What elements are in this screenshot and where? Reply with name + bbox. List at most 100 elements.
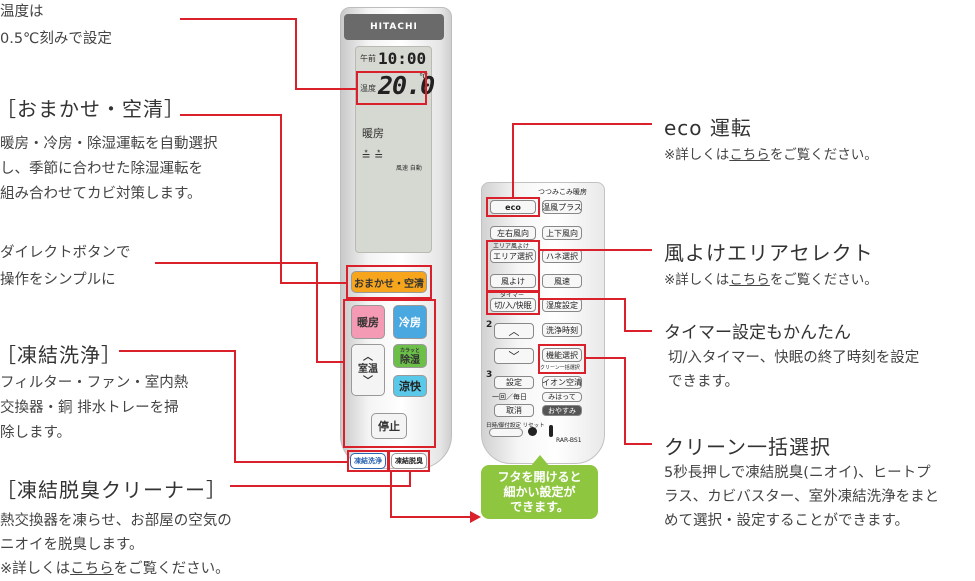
timer-leader: [539, 298, 625, 300]
temp-leader: [180, 18, 296, 20]
omakase-highlight: [346, 265, 432, 299]
omakase-title: ［おまかせ・空清］: [0, 97, 185, 121]
timer-leader-v: [624, 298, 626, 331]
eco-note: ※詳しくはこちらをご覧ください。: [664, 147, 878, 163]
reibo-button[interactable]: 冷房: [393, 305, 427, 339]
indicator-icon: [549, 425, 553, 437]
shitsudo-button[interactable]: 湿度設定: [542, 298, 582, 312]
area-detail-link[interactable]: こちら: [729, 272, 770, 288]
omakase-button[interactable]: おまかせ・空清: [351, 271, 427, 293]
deodor-button[interactable]: 凍結脱臭: [391, 453, 427, 469]
danbo-button[interactable]: 暖房: [351, 305, 385, 339]
mitatte-button[interactable]: みはって: [542, 392, 582, 402]
deodor-detail-link[interactable]: こちら: [70, 561, 114, 577]
touketsu-button[interactable]: 凍結洗浄: [350, 453, 386, 469]
kino-sub-label: クリーン一括選択: [540, 365, 580, 371]
open-lid-bubble: フタを開けると 細かい設定が できます。: [481, 465, 598, 519]
fan-icon: ⩮ ⩮: [362, 147, 383, 163]
lcd-temp-label: 温度: [360, 84, 376, 93]
temp-leader-h2: [295, 88, 357, 90]
direct-leader: [155, 262, 317, 264]
joshitsu-button[interactable]: カラッと 除湿: [393, 344, 427, 368]
area-note: ※詳しくはこちらをご覧ください。: [664, 272, 878, 288]
touketsu-leader: [119, 350, 236, 352]
settei-button[interactable]: 設定: [494, 376, 534, 389]
timer-highlight: [486, 291, 540, 315]
clean-line-3: めて選択・設定することができます。: [664, 513, 910, 529]
touketsu-leader-v: [234, 350, 236, 463]
touketsu-title: ［凍結洗浄］: [0, 343, 122, 367]
eco-highlight: [486, 197, 540, 217]
onpu-button[interactable]: 温風プラス: [542, 200, 582, 214]
direct-line-2: 操作をシンプルに: [0, 272, 116, 288]
direct-leader-h2: [316, 361, 344, 363]
deodor-leader: [230, 485, 410, 487]
omakase-leader-v: [280, 114, 282, 284]
deodor-leader-v: [409, 471, 411, 487]
sub-up-button[interactable]: ︿: [494, 323, 534, 339]
kino-button[interactable]: 機能選択: [542, 348, 582, 362]
timer-line-2: できます。: [668, 374, 740, 390]
timer-leader-h2: [624, 330, 652, 332]
eco-title: eco 運転: [664, 116, 752, 140]
ion-button[interactable]: イオン空清: [542, 376, 582, 389]
model-label: RAR-BS1: [556, 437, 582, 444]
temp-desc: 0.5℃刻みで設定: [0, 31, 112, 47]
reset-toggle[interactable]: [489, 428, 523, 437]
lcd-fan-label: 風速 自動: [396, 165, 422, 172]
joge-button[interactable]: 上下風向: [542, 226, 582, 240]
ichikai-label: 一回／毎日: [492, 393, 527, 401]
direct-leader-v: [316, 262, 318, 363]
hane-button[interactable]: ハネ選択: [542, 249, 582, 263]
sub-down-button[interactable]: ﹀: [494, 348, 534, 364]
eco-button[interactable]: eco: [490, 200, 536, 214]
oyasumi-button[interactable]: おやすみ: [542, 405, 582, 416]
omakase-leader-h2: [280, 282, 347, 284]
timer-title: タイマー設定もかんたん: [664, 323, 851, 343]
omakase-leader: [180, 114, 282, 116]
lid-arrow: [390, 471, 392, 517]
chevron-down-icon: ﹀: [363, 376, 373, 387]
lcd-display: 午前 10:00 温度 20.0 ℃ 暖房 ⩮ ⩮ 風速 自動: [355, 46, 435, 253]
arrow-right-icon: [470, 511, 481, 523]
sub-top-label: つつみこみ暖房: [538, 188, 587, 196]
lcd-unit: ℃: [419, 72, 428, 81]
area-title: 風よけエリアセレクト: [664, 241, 874, 265]
clean-line-1: 5秒長押しで凍結脱臭(ニオイ)、ヒートプ: [664, 465, 931, 481]
touketsu-highlight: [347, 450, 389, 472]
kazeyoke-button[interactable]: 風よけ: [490, 274, 536, 288]
deodor-line-2: ニオイを脱臭します。: [0, 537, 144, 553]
lcd-mode: 暖房: [362, 127, 384, 140]
temp-title: 温度は: [0, 4, 44, 20]
reset-label: 日時/御付設定 リセット: [486, 423, 545, 429]
sayu-button[interactable]: 左右風向: [490, 226, 536, 240]
kirii-button[interactable]: 切/入/快眠: [490, 298, 536, 312]
temp-leader-v: [295, 18, 297, 89]
eco-detail-link[interactable]: こちら: [729, 147, 770, 163]
lid-arrow-h: [390, 516, 472, 518]
reset-button[interactable]: [528, 427, 537, 436]
fusoku-button[interactable]: 風速: [542, 274, 582, 288]
brand-logo: HITACHI: [344, 14, 444, 40]
stop-button[interactable]: 停止: [371, 413, 407, 439]
senjo-button[interactable]: 洗浄時刻: [542, 323, 582, 337]
touketsu-line-2: 交換器・銅 排水トレーを掃: [0, 400, 179, 416]
timer-line-1: 切/入タイマー、快眠の終了時刻を設定: [668, 350, 920, 366]
temp-up-down-button[interactable]: ︿ 室温 ﹀: [351, 344, 385, 396]
touketsu-line-1: フィルター・ファン・室内熱: [0, 375, 189, 391]
deodor-title: ［凍結脱臭クリーナー］: [0, 478, 227, 502]
clean-leader-h2: [624, 443, 652, 445]
eco-leader-v: [512, 123, 514, 198]
eco-leader: [512, 123, 652, 125]
clean-highlight: [538, 344, 586, 374]
torikeshi-button[interactable]: 取消: [494, 404, 534, 417]
touketsu-line-3: 除します。: [0, 425, 72, 441]
area-button[interactable]: エリア選択: [490, 249, 536, 263]
direct-highlight: [343, 299, 436, 448]
touketsu-leader-h2: [234, 461, 348, 463]
area-highlight: [486, 240, 540, 292]
step-3-label: 3: [486, 370, 493, 380]
clean-leader-v: [624, 357, 626, 444]
ryokai-button[interactable]: 涼快: [393, 375, 427, 397]
bubble-pointer: [530, 455, 550, 467]
